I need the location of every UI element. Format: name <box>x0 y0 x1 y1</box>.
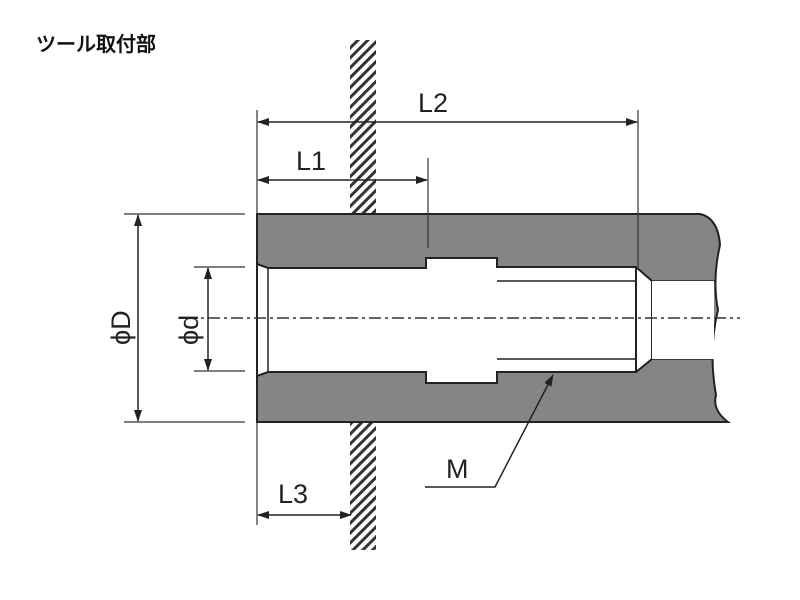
outer-diameter-label: ϕD <box>106 310 136 345</box>
diagram-title: ツール取付部 <box>36 32 156 56</box>
L1-label: L1 <box>296 146 326 176</box>
extension-lines <box>124 110 639 525</box>
thread-leader-line <box>425 374 554 488</box>
L3-label: L3 <box>278 479 308 509</box>
inner-diameter-label: ϕd <box>174 315 204 345</box>
thread-label: M <box>446 454 469 484</box>
mounting-wall <box>350 40 376 550</box>
L2-label: L2 <box>418 88 448 118</box>
